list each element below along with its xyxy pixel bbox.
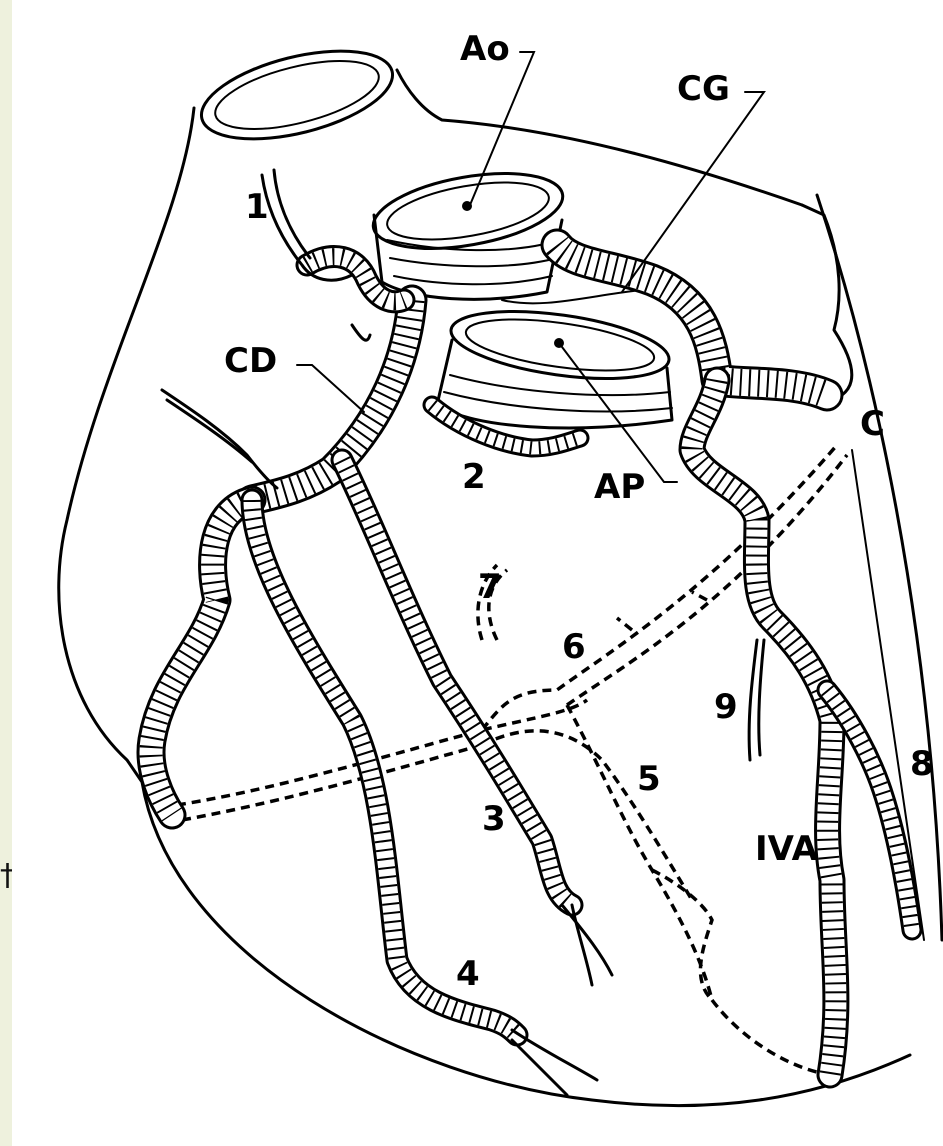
superior-vena-cava xyxy=(193,34,852,395)
label-ap: AP xyxy=(594,467,645,507)
pulmonary-artery xyxy=(437,300,673,428)
label-6: 6 xyxy=(562,627,586,667)
circumflex-loop xyxy=(692,380,836,1075)
heart-coronary-diagram: Ao CG CD AP C IVA 1 2 3 4 5 6 7 8 9 xyxy=(12,0,943,1146)
label-4: 4 xyxy=(456,954,480,994)
label-2: 2 xyxy=(462,457,486,497)
aorta xyxy=(368,161,569,299)
right-coronary-marginal xyxy=(151,500,252,815)
label-cd: CD xyxy=(224,341,277,381)
heart-diagram-svg: Ao CG CD AP C IVA 1 2 3 4 5 6 7 8 9 xyxy=(12,0,943,1146)
label-c: C xyxy=(860,404,885,444)
label-5: 5 xyxy=(637,759,661,799)
label-iva: IVA xyxy=(755,829,819,869)
label-cg: CG xyxy=(677,69,730,109)
label-ao: Ao xyxy=(460,29,510,69)
label-7: 7 xyxy=(478,567,502,607)
label-1: 1 xyxy=(245,187,269,227)
right-coronary-main xyxy=(252,300,412,500)
label-9: 9 xyxy=(714,687,738,727)
label-3: 3 xyxy=(482,799,506,839)
c-to-8-connector xyxy=(852,450,924,940)
label-8: 8 xyxy=(910,744,934,784)
